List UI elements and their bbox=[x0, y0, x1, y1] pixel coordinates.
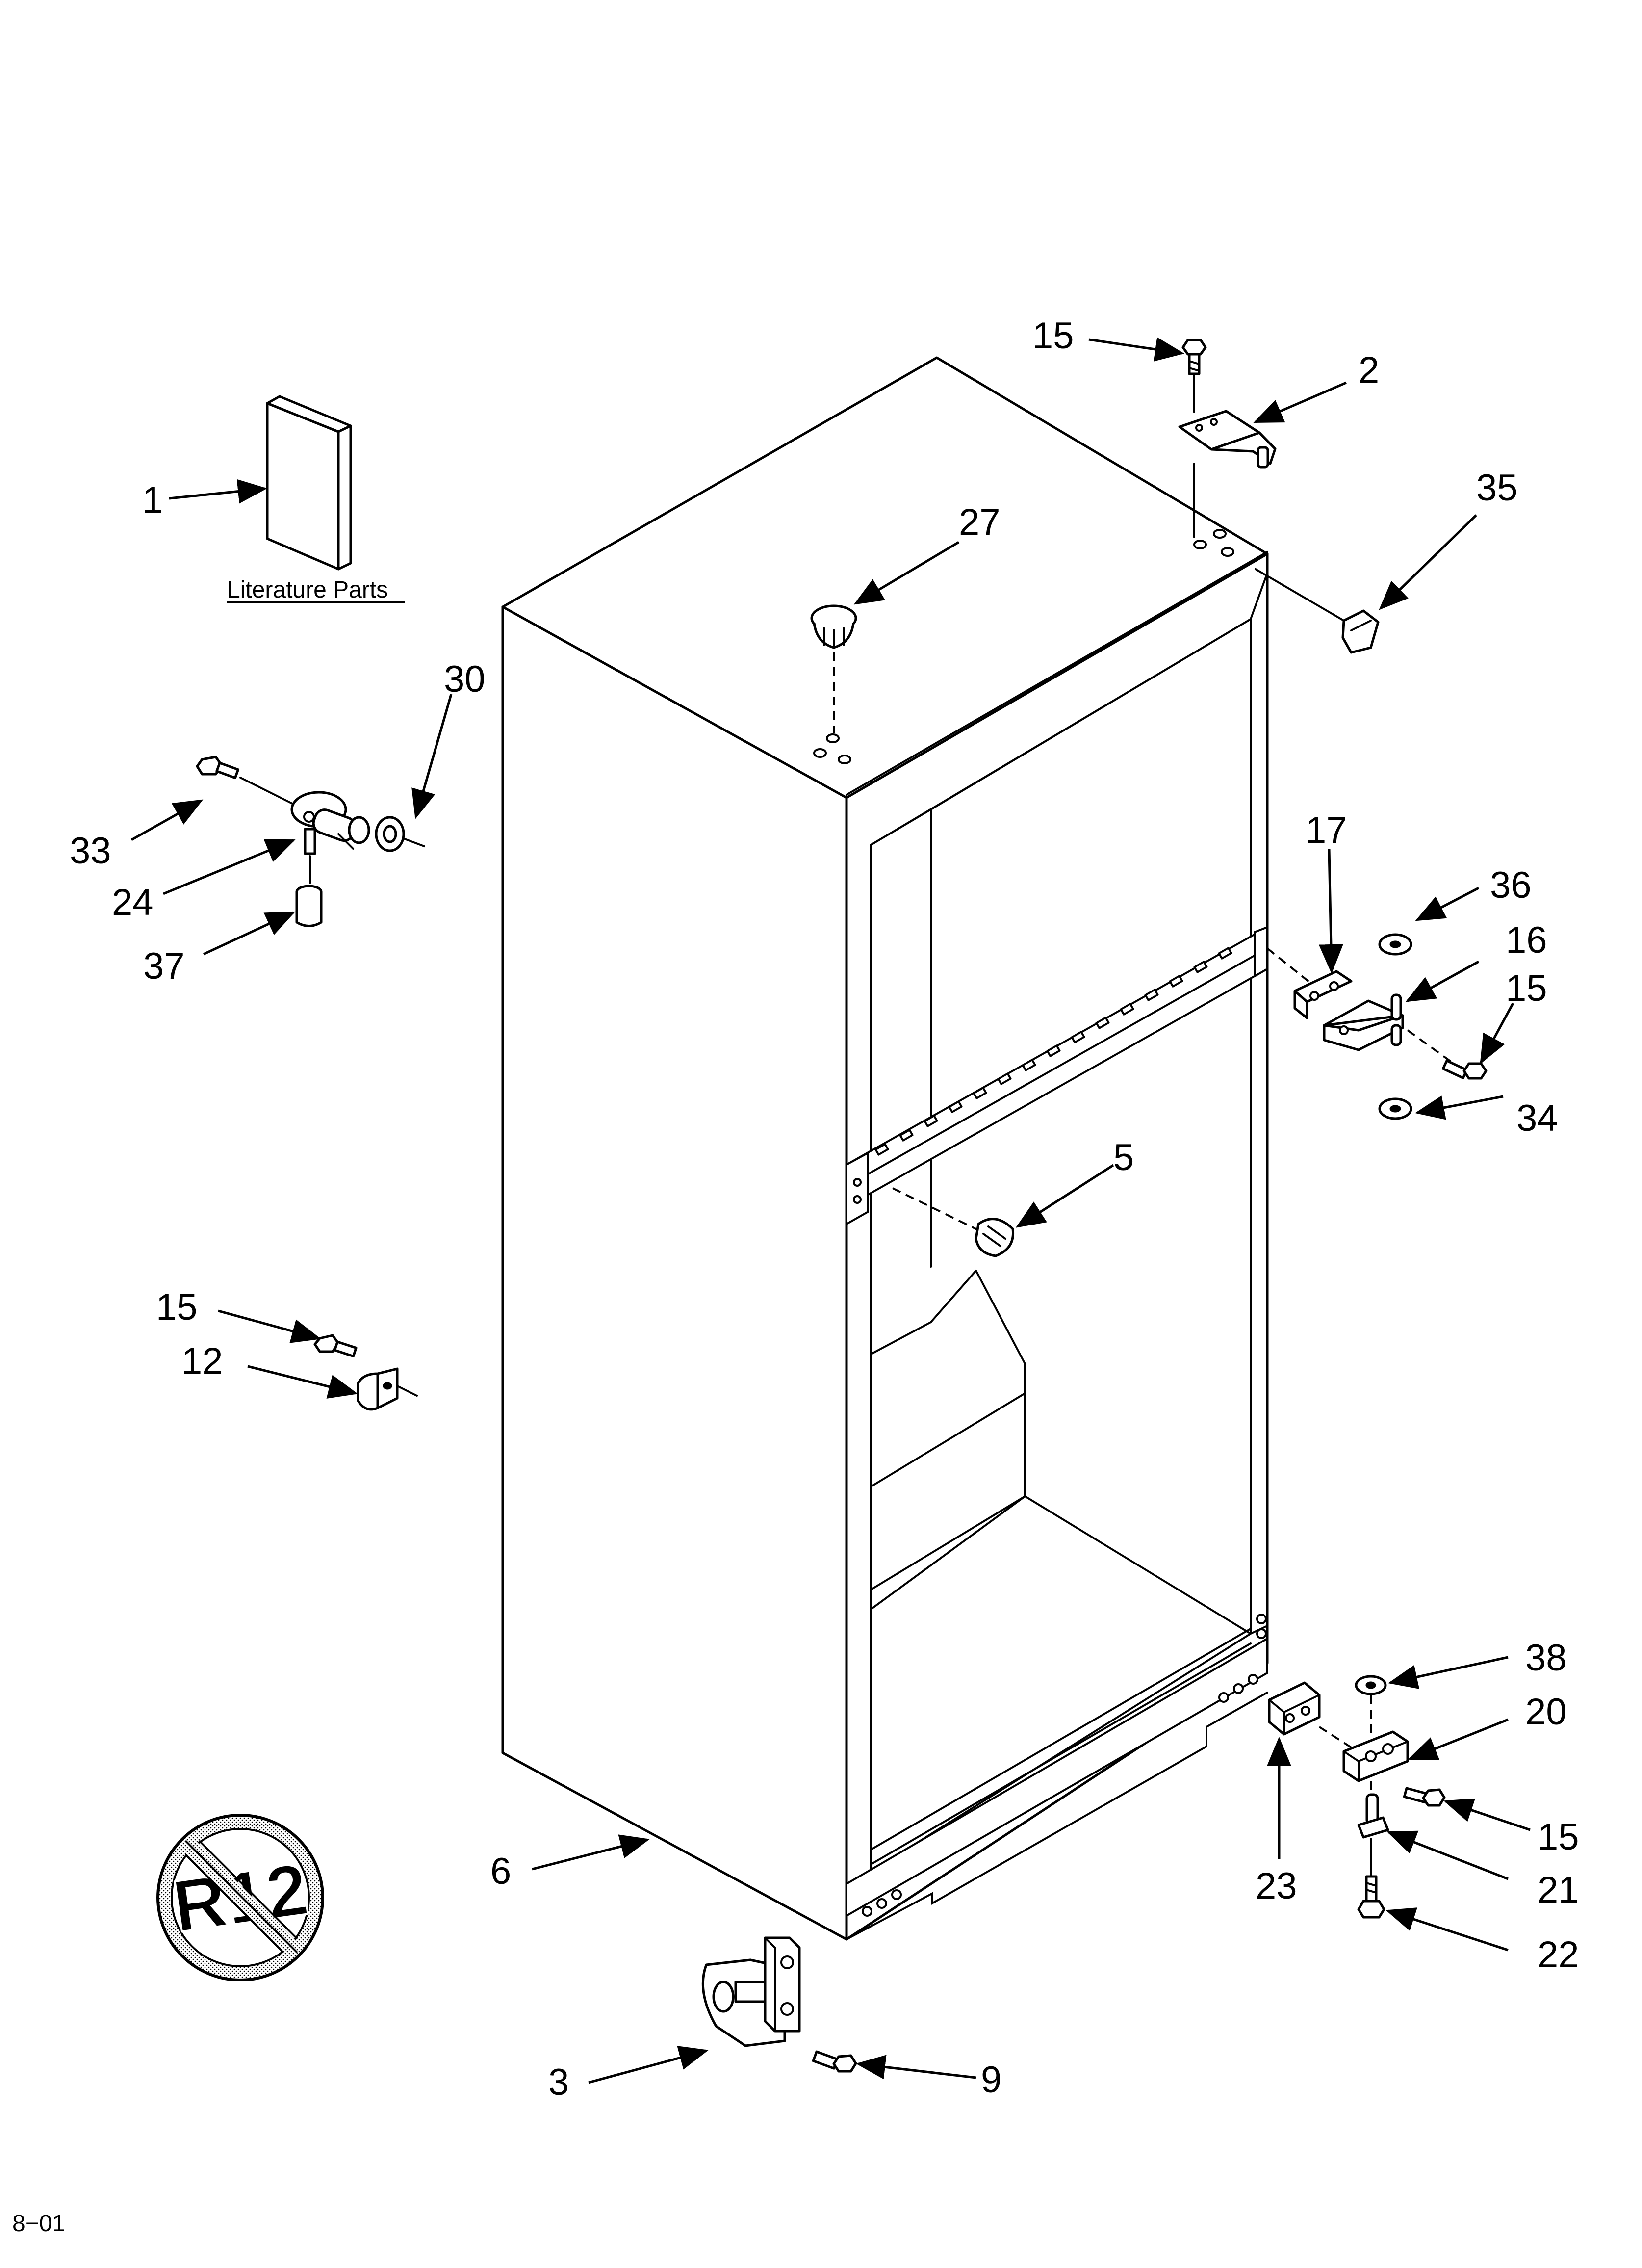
callout-21: 21 bbox=[1538, 1869, 1579, 1911]
callout-37: 37 bbox=[143, 945, 185, 987]
callout-5: 5 bbox=[1113, 1137, 1134, 1178]
callout-15-middle: 15 bbox=[1506, 967, 1547, 1009]
footer-code: 8−01 bbox=[12, 2211, 65, 2237]
hinge-12 bbox=[357, 1367, 399, 1411]
callout-6: 6 bbox=[490, 1851, 511, 1892]
hinge-cover bbox=[1255, 568, 1380, 654]
mullion-plug-5 bbox=[975, 1218, 1015, 1257]
callout-12: 12 bbox=[181, 1340, 223, 1382]
callout-15-bottom: 15 bbox=[1538, 1816, 1579, 1858]
callout-35: 35 bbox=[1476, 467, 1518, 509]
center-hinge-16 bbox=[1323, 993, 1404, 1051]
callout-15-top: 15 bbox=[1032, 315, 1074, 357]
shim-23 bbox=[1268, 1681, 1321, 1736]
callout-17: 17 bbox=[1306, 809, 1347, 851]
leader-lines bbox=[130, 337, 1531, 2084]
screw-33 bbox=[196, 756, 240, 780]
callout-34: 34 bbox=[1516, 1097, 1558, 1139]
lower-bracket-3 bbox=[701, 1936, 801, 2047]
washer-34 bbox=[1378, 1097, 1412, 1120]
screw-top bbox=[1181, 339, 1207, 375]
bushing-37 bbox=[295, 885, 323, 927]
callout-22: 22 bbox=[1538, 1934, 1579, 1976]
literature-booklet bbox=[266, 395, 352, 571]
spacer-30 bbox=[375, 816, 405, 852]
washer-36 bbox=[1378, 933, 1412, 956]
top-hinge-bracket bbox=[1178, 410, 1277, 469]
screw-9 bbox=[812, 2050, 857, 2073]
callout-33: 33 bbox=[70, 830, 111, 872]
callout-27: 27 bbox=[959, 501, 1001, 543]
callout-30: 30 bbox=[444, 658, 486, 700]
literature-parts-label: Literature Parts bbox=[227, 577, 388, 603]
callout-2: 2 bbox=[1359, 349, 1379, 391]
washer-38 bbox=[1355, 1675, 1387, 1695]
callout-38: 38 bbox=[1525, 1637, 1567, 1679]
callout-15-left: 15 bbox=[156, 1286, 198, 1328]
hinge-pin-24 bbox=[290, 791, 370, 855]
screw-22 bbox=[1357, 1875, 1385, 1919]
bottom-hinge-20 bbox=[1342, 1730, 1409, 1782]
callout-16: 16 bbox=[1506, 919, 1547, 961]
screw-15-middle bbox=[1441, 1059, 1488, 1080]
hinge-shim-17 bbox=[1293, 970, 1353, 1019]
callout-23: 23 bbox=[1256, 1865, 1297, 1907]
callout-24: 24 bbox=[112, 882, 154, 923]
top-plug bbox=[810, 604, 857, 649]
screw-15-left bbox=[313, 1334, 358, 1357]
no-r12-badge: R12 bbox=[156, 1814, 324, 1981]
callout-9: 9 bbox=[981, 2059, 1001, 2101]
screw-15-bottom bbox=[1403, 1787, 1446, 1807]
refrigerator-cabinet bbox=[501, 356, 1269, 1941]
callout-3: 3 bbox=[548, 2061, 569, 2103]
callout-1: 1 bbox=[142, 479, 163, 521]
callout-36: 36 bbox=[1490, 864, 1532, 906]
hinge-pin-21 bbox=[1357, 1793, 1389, 1839]
callout-20: 20 bbox=[1525, 1691, 1567, 1733]
mullion-slots bbox=[874, 947, 1232, 1156]
callout-labels: 1 15 2 35 27 30 33 24 37 17 36 16 15 34 … bbox=[70, 315, 1579, 2103]
